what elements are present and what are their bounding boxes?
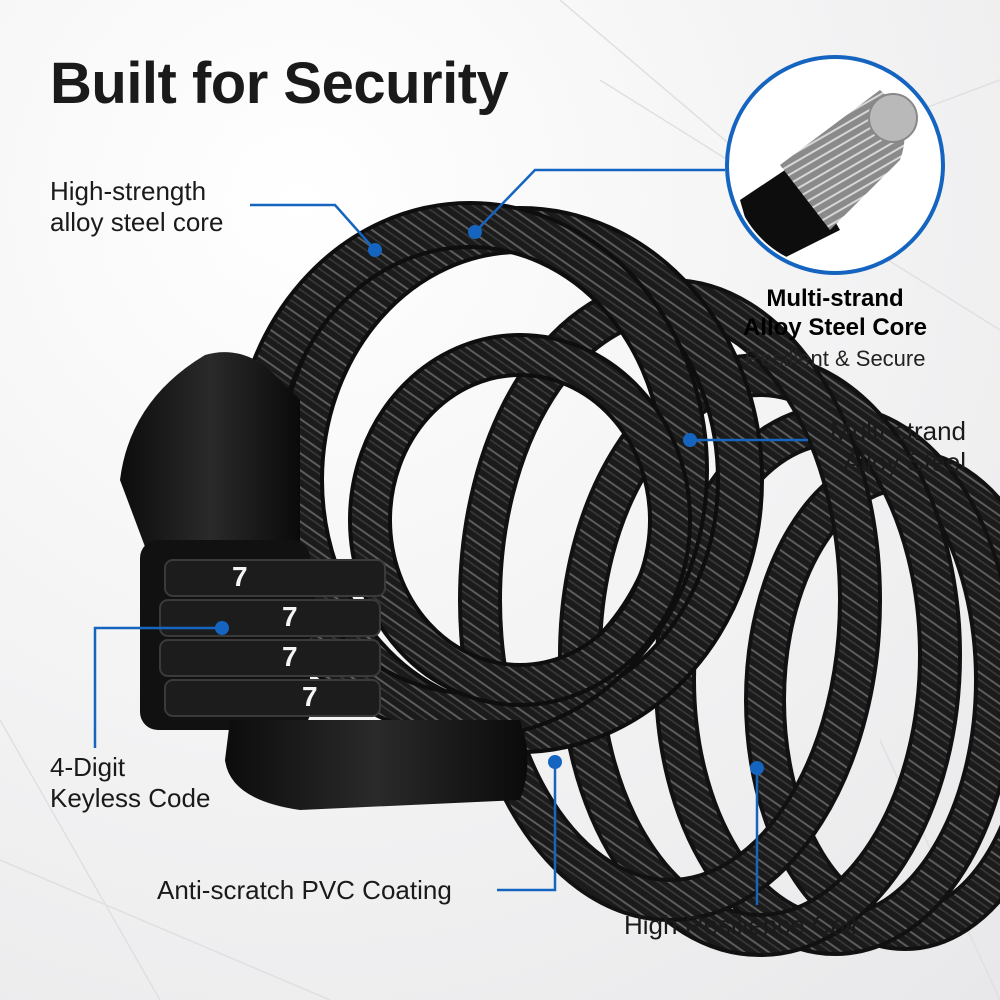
dial-digit: 7 (282, 641, 298, 672)
label-multi-strand-line2: Alloy Steel (843, 447, 966, 477)
combination-dials (159, 559, 386, 717)
callout-heading-line2: Alloy Steel Core (742, 314, 928, 341)
callout-subtext: Resilient & Secure (744, 346, 926, 371)
page-title: Built for Security (50, 51, 509, 116)
dial-digit: 7 (232, 561, 248, 592)
label-multi-strand-line1: Multi-strand (830, 416, 966, 446)
label-multi-strand: Multi-strand Alloy Steel (830, 416, 966, 478)
label-core-line2: alloy steel core (50, 207, 224, 237)
leader-lines (93, 168, 808, 905)
label-pvc-coating: Anti-scratch PVC Coating (157, 875, 452, 905)
callout-heading: Multi-strand Alloy Steel Core (725, 284, 945, 342)
label-keyless-code: 4-Digit Keyless Code (50, 752, 210, 814)
label-core: High-strength alloy steel core (50, 176, 223, 238)
dial-digit: 7 (282, 601, 298, 632)
lock-body (120, 352, 528, 810)
leader-dots (215, 225, 764, 775)
label-keyless-line1: 4-Digit (50, 752, 126, 782)
label-resilience-coil: High Resilience Coil (624, 910, 857, 940)
callout-heading-line1: Multi-strand (766, 285, 904, 312)
dial-digit: 7 (302, 681, 318, 712)
label-keyless-line2: Keyless Code (50, 783, 211, 813)
label-core-line1: High-strength (50, 176, 207, 206)
core-detail-inset (725, 55, 945, 275)
